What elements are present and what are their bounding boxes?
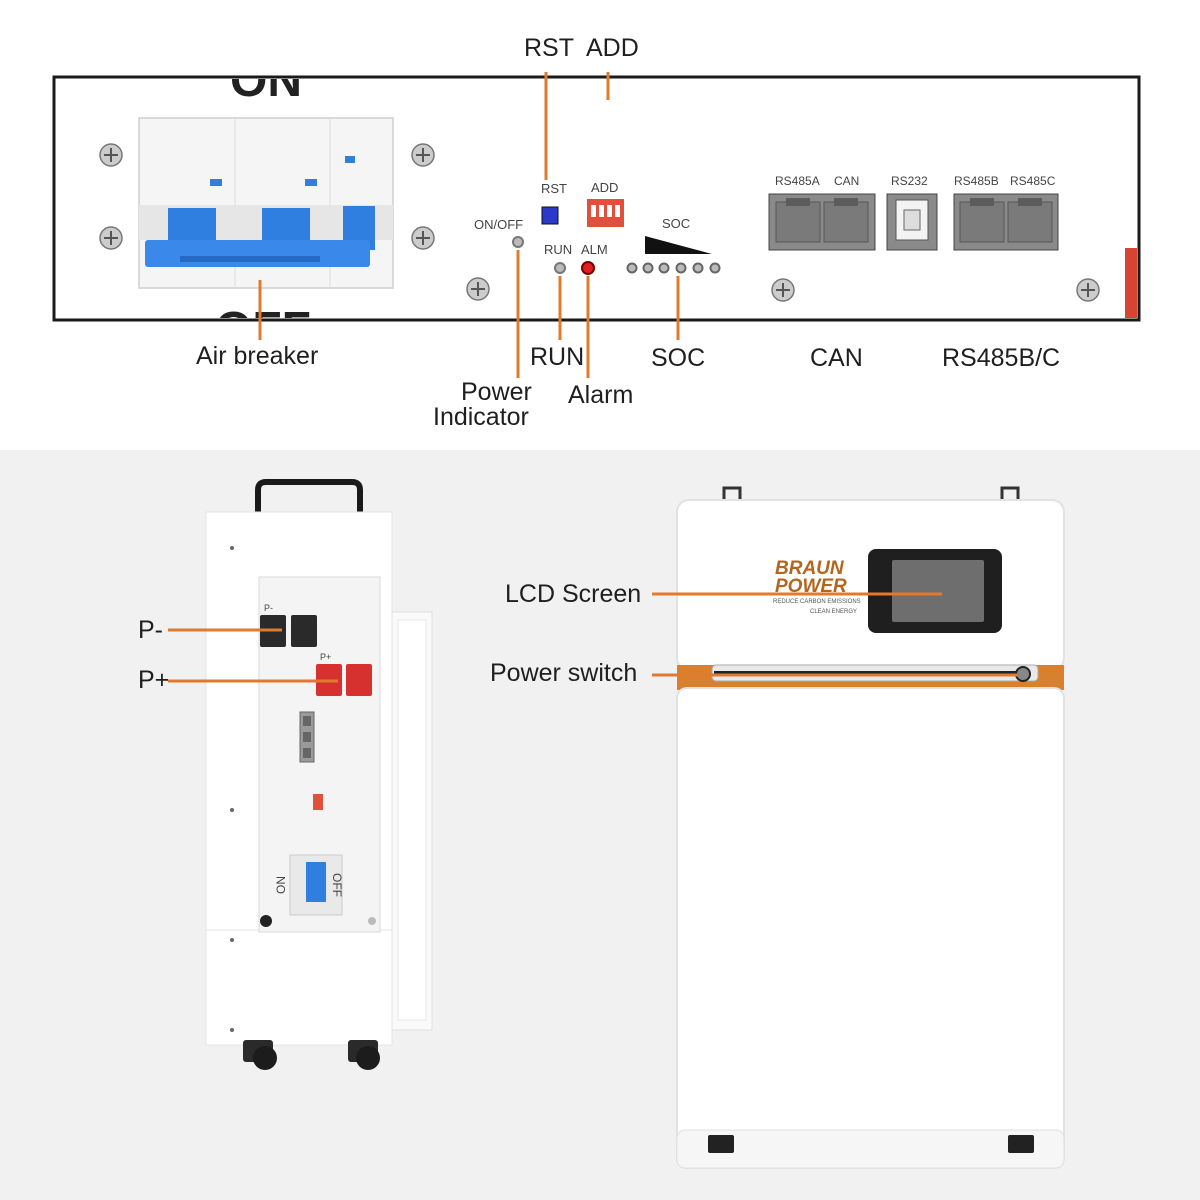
brand-logo: BRAUN POWER — [775, 558, 847, 597]
soc-leds — [626, 262, 721, 274]
small-soc: SOC — [662, 216, 691, 231]
callout-can: CAN — [810, 344, 863, 372]
small-rst: RST — [541, 181, 567, 196]
callout-power-switch: Power switch — [490, 659, 638, 687]
power-switch-button[interactable] — [1015, 666, 1031, 682]
air-breaker[interactable] — [138, 117, 394, 289]
rs485b-rs485c-ports[interactable] — [953, 193, 1059, 251]
callout-alarm: Alarm — [568, 381, 634, 409]
port-can: CAN — [834, 174, 860, 188]
callout-power-indicator-2: Indicator — [433, 403, 529, 431]
run-led — [554, 262, 566, 274]
brand-line2: POWER — [775, 576, 847, 597]
lcd-display-area — [892, 560, 984, 622]
side-on: ON — [274, 876, 288, 894]
leader-lines — [258, 72, 680, 378]
callout-air-breaker: Air breaker — [196, 342, 319, 370]
soc-wedge-icon — [645, 236, 712, 254]
side-unit — [205, 479, 433, 1070]
side-p-minus-small: P- — [264, 603, 273, 613]
alarm-led — [581, 261, 595, 275]
red-side-strip — [1125, 248, 1137, 318]
callout-soc: SOC — [651, 344, 706, 372]
p-minus-connector-2[interactable] — [291, 615, 317, 647]
port-rs232: RS232 — [891, 174, 928, 188]
small-add: ADD — [591, 180, 619, 195]
side-p-plus-small: P+ — [320, 652, 332, 662]
side-off: OFF — [330, 873, 344, 897]
port-rs485c: RS485C — [1010, 174, 1056, 188]
small-run: RUN — [544, 242, 573, 257]
small-onoff: ON/OFF — [474, 217, 524, 232]
breaker-off-ghost: OFF — [215, 303, 311, 356]
port-rs485a: RS485A — [775, 174, 820, 188]
rs485a-can-ports[interactable] — [768, 193, 876, 251]
p-plus-connector-2[interactable] — [346, 664, 372, 696]
dip-switch[interactable] — [587, 199, 624, 227]
rs232-port[interactable] — [886, 193, 938, 251]
rst-button[interactable] — [541, 206, 559, 225]
port-rs485b: RS485B — [954, 174, 999, 188]
callout-p-minus: P- — [138, 616, 163, 644]
brand-tagline-2: CLEAN ENERGY — [810, 609, 858, 615]
callout-p-plus: P+ — [138, 666, 170, 694]
brand-tagline: REDUCE CARBON EMISSIONS — [773, 599, 861, 605]
callout-power-indicator-1: Power — [461, 378, 532, 406]
onoff-indicator — [512, 236, 524, 248]
breaker-on-ghost: ON — [230, 54, 302, 107]
callout-lcd-screen: LCD Screen — [505, 580, 642, 608]
brand-line1: BRAUN — [775, 558, 844, 579]
callout-run: RUN — [530, 343, 585, 371]
label-rst-top: RST — [524, 34, 574, 62]
callout-rs485bc: RS485B/C — [942, 344, 1061, 372]
label-add-top: ADD — [586, 34, 639, 62]
small-alm: ALM — [581, 242, 608, 257]
